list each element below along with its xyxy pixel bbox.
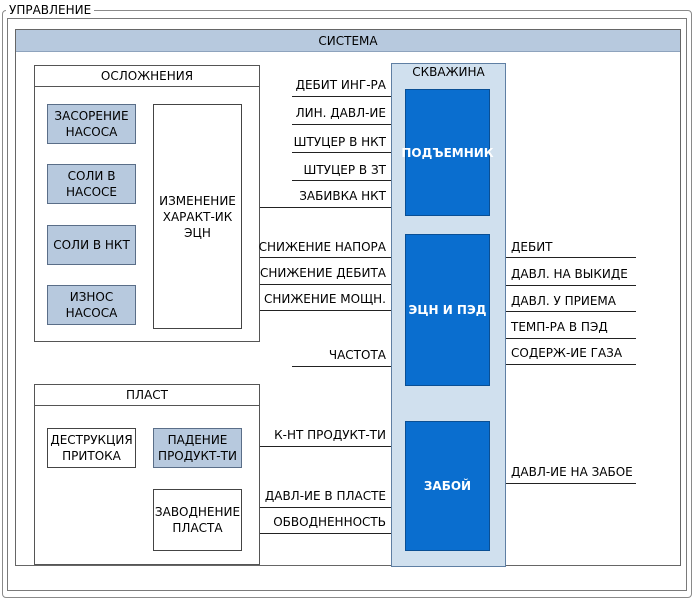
bottom-hole-block: ЗАБОЙ xyxy=(405,421,490,551)
esp-characteristics-change: ИЗМЕНЕНИЕ ХАРАКТ-ИК ЭЦН xyxy=(153,104,242,329)
signal-line xyxy=(260,446,391,447)
complications-title: ОСЛОЖНЕНИЯ xyxy=(35,66,259,87)
signal-reservoir-pressure: ДАВЛ-ИЕ В ПЛАСТЕ xyxy=(264,489,386,503)
signal-line xyxy=(292,366,391,367)
signal-line xyxy=(506,285,636,286)
reservoir-flooding: ЗАВОДНЕНИЕ ПЛАСТА xyxy=(153,489,242,551)
signal-bottomhole-pressure: ДАВЛ-ИЕ НА ЗАБОЕ xyxy=(511,465,633,479)
management-title: УПРАВЛЕНИЕ xyxy=(6,2,95,18)
well-title: СКВАЖИНА xyxy=(412,65,485,79)
signal-line xyxy=(506,311,636,312)
signal-line xyxy=(260,257,391,258)
productivity-drop: ПАДЕНИЕ ПРОДУКТ-ТИ xyxy=(153,428,242,468)
signal-motor-temperature: ТЕМП-РА В ПЭД xyxy=(511,320,608,334)
signal-water-cut: ОБВОДНЕННОСТЬ xyxy=(273,515,386,529)
signal-discharge-pressure: ДАВЛ. НА ВЫКИДЕ xyxy=(511,267,628,281)
signal-line xyxy=(292,152,391,153)
lifter-block: ПОДЪЕМНИК xyxy=(401,89,494,216)
signal-tubing-clogging: ЗАБИВКА НКТ xyxy=(299,189,386,203)
signal-line xyxy=(292,124,391,125)
complication-pump-clogging: ЗАСОРЕНИЕ НАСОСА xyxy=(47,104,136,144)
signal-head-drop: СНИЖЕНИЕ НАПОРА xyxy=(258,240,386,254)
signal-choke-tubing: ШТУЦЕР В НКТ xyxy=(293,135,386,149)
signal-productivity-index: К-НТ ПРОДУКТ-ТИ xyxy=(274,428,386,442)
esp-block: ЭЦН И ПЭД xyxy=(405,234,490,386)
reservoir-title: ПЛАСТ xyxy=(35,385,259,406)
signal-line xyxy=(506,364,636,365)
signal-line xyxy=(260,310,391,311)
signal-line xyxy=(260,207,391,208)
signal-line xyxy=(260,533,391,534)
signal-line xyxy=(506,338,636,339)
signal-line-pressure: ЛИН. ДАВЛ-ИЕ xyxy=(295,106,386,120)
inner-frame xyxy=(7,18,687,591)
signal-line xyxy=(292,180,391,181)
signal-choke-annulus: ШТУЦЕР В ЗТ xyxy=(303,163,387,177)
complication-pump-wear: ИЗНОС НАСОСА xyxy=(47,285,136,325)
signal-flow-drop: СНИЖЕНИЕ ДЕБИТА xyxy=(260,266,386,280)
system-title: СИСТЕМА xyxy=(16,30,680,52)
signal-line xyxy=(260,507,391,508)
signal-gas-content: СОДЕРЖ-ИЕ ГАЗА xyxy=(511,346,623,360)
inflow-destruction: ДЕСТРУКЦИЯ ПРИТОКА xyxy=(47,428,136,468)
signal-line xyxy=(506,257,636,258)
signal-frequency: ЧАСТОТА xyxy=(328,348,386,362)
signal-line xyxy=(506,483,636,484)
signal-line xyxy=(292,96,391,97)
complication-salt-in-tubing: СОЛИ В НКТ xyxy=(47,225,136,265)
complication-salt-in-pump: СОЛИ В НАСОСЕ xyxy=(47,164,136,204)
signal-intake-pressure: ДАВЛ. У ПРИЕМА xyxy=(511,294,616,308)
system-box xyxy=(15,29,681,566)
signal-flow-rate: ДЕБИТ xyxy=(511,240,553,254)
signal-gauge-flow: ДЕБИТ ИНГ-РА xyxy=(295,78,386,92)
signal-power-drop: СНИЖЕНИЕ МОЩН. xyxy=(263,292,386,306)
signal-line xyxy=(260,284,391,285)
management-frame xyxy=(2,10,692,598)
